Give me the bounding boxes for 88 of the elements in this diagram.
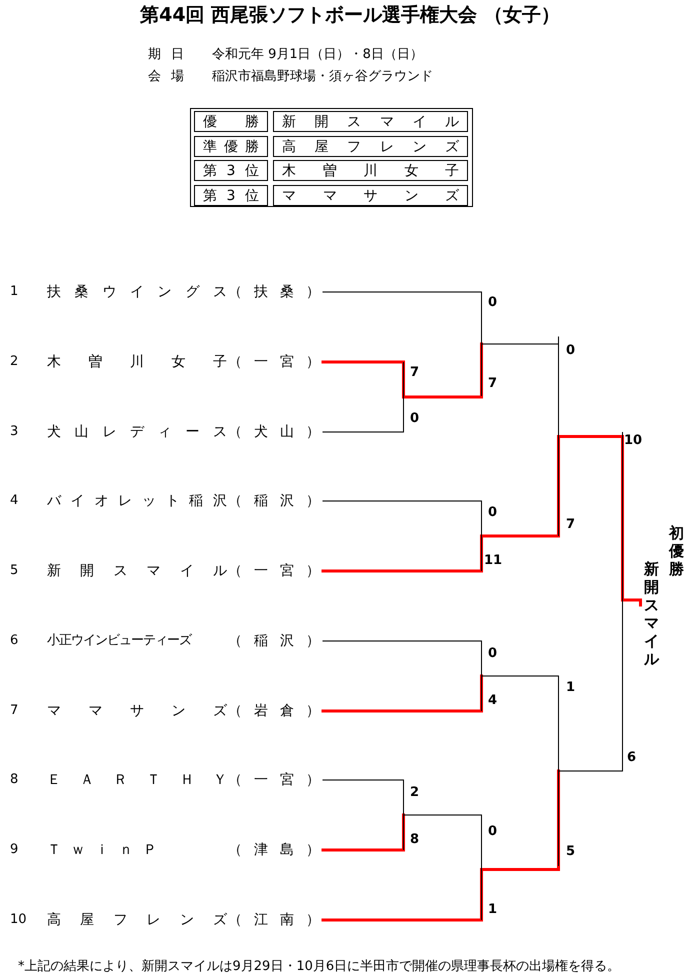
score-label: 0 bbox=[488, 823, 498, 841]
table-cell: 木曽川女子 bbox=[273, 160, 468, 181]
bracket-line bbox=[322, 674, 483, 712]
score-label: 7 bbox=[488, 375, 498, 393]
score-label: 8 bbox=[410, 831, 420, 849]
score-label: 7 bbox=[566, 516, 576, 534]
seed-number: 7 bbox=[10, 702, 18, 720]
team-hometown: （一宮） bbox=[228, 771, 320, 789]
score-label: 10 bbox=[624, 432, 642, 450]
table-cell: 高屋フレンズ bbox=[273, 136, 468, 156]
bracket-line bbox=[322, 500, 482, 502]
title: 第44回 西尾張ソフトボール選手権大会 （女子） bbox=[139, 6, 561, 24]
info-text: 令和元年 9月1日（日）・8日（日） bbox=[212, 46, 423, 64]
bracket-line bbox=[322, 814, 405, 852]
table-cell: ママサンズ bbox=[273, 184, 468, 206]
team-hometown: （一宮） bbox=[228, 353, 320, 371]
bracket-line bbox=[622, 598, 642, 606]
bracket-line bbox=[481, 292, 482, 396]
bracket-line bbox=[402, 342, 483, 398]
bracket-line bbox=[404, 814, 482, 820]
seed-number: 5 bbox=[10, 562, 18, 580]
table-cell: 新開スマイル bbox=[273, 111, 468, 132]
score-label: 11 bbox=[484, 552, 502, 570]
team-name: 高屋フレンズ bbox=[47, 911, 227, 929]
bracket-line bbox=[481, 501, 482, 571]
score-label: 0 bbox=[566, 342, 576, 360]
score-label: 0 bbox=[488, 504, 498, 522]
score-label: 0 bbox=[488, 294, 498, 312]
score-label: 1 bbox=[488, 901, 498, 919]
team-name: 扶桑ウイングス bbox=[47, 283, 227, 301]
team-hometown: （扶桑） bbox=[228, 283, 320, 301]
champion-name: 新開スマイル bbox=[643, 560, 660, 668]
team-hometown: （犬山） bbox=[228, 423, 320, 441]
team-hometown: （岩倉） bbox=[228, 702, 320, 720]
bracket-line bbox=[481, 819, 482, 920]
score-label: 0 bbox=[488, 645, 498, 663]
score-label: 0 bbox=[410, 410, 420, 428]
score-label: 1 bbox=[566, 679, 576, 697]
bracket-line bbox=[403, 362, 404, 432]
seed-number: 4 bbox=[10, 492, 18, 510]
team-name: ＥＡＲＴＨＹ bbox=[47, 771, 227, 789]
seed-number: 8 bbox=[10, 771, 18, 789]
table-cell: 第 3 位 bbox=[194, 184, 268, 206]
seed-number: 6 bbox=[10, 632, 18, 650]
score-label: 5 bbox=[566, 843, 576, 861]
bracket-line bbox=[480, 770, 560, 871]
seed-number: 3 bbox=[10, 423, 18, 441]
info-text: 稲沢市福島野球場・須ヶ谷グラウンド bbox=[212, 68, 433, 86]
info-heading: 期日 bbox=[148, 46, 184, 64]
score-label: 6 bbox=[627, 749, 636, 767]
seed-number: 1 bbox=[10, 283, 18, 301]
score-label: 7 bbox=[410, 364, 420, 382]
bracket-line bbox=[558, 768, 623, 772]
team-hometown: （稲沢） bbox=[228, 632, 320, 650]
bracket-line bbox=[482, 336, 559, 344]
bracket-line bbox=[558, 435, 624, 602]
team-name: 新開スマイル bbox=[47, 562, 227, 580]
bracket-line bbox=[322, 534, 483, 572]
table-cell: 優勝 bbox=[194, 111, 268, 132]
bracket-line bbox=[558, 337, 559, 536]
team-hometown: （一宮） bbox=[228, 562, 320, 580]
table-cell: 準優勝 bbox=[194, 136, 268, 156]
bracket-line bbox=[622, 432, 623, 768]
team-hometown: （江南） bbox=[228, 911, 320, 929]
score-label: 4 bbox=[488, 692, 498, 710]
seed-number: 2 bbox=[10, 353, 18, 371]
team-name: 小正ウインビューティーズ bbox=[47, 632, 192, 650]
team-hometown: （稲沢） bbox=[228, 492, 320, 510]
victory-note: 初優勝 bbox=[668, 524, 685, 578]
bracket-line bbox=[322, 640, 482, 642]
team-hometown: （津島） bbox=[228, 841, 320, 859]
team-name: バイオレット稲沢 bbox=[47, 492, 227, 510]
bracket-line bbox=[403, 780, 404, 850]
seed-number: 9 bbox=[10, 841, 18, 859]
bracket-line bbox=[322, 868, 483, 922]
footnote: *上記の結果により、新開スマイルは9月29日・10月6日に半田市で開催の県理事長杯の出場権を得る。 bbox=[18, 958, 620, 976]
score-label: 2 bbox=[410, 784, 420, 802]
seed-number: 10 bbox=[10, 911, 27, 929]
bracket-line bbox=[558, 676, 559, 866]
info-heading: 会場 bbox=[148, 68, 184, 86]
team-name: ママサンズ bbox=[47, 702, 227, 720]
bracket-line bbox=[481, 641, 482, 711]
team-name: 木曽川女子 bbox=[47, 353, 227, 371]
bracket-line bbox=[322, 360, 405, 398]
team-name: ＴｗｉｎＰ bbox=[47, 841, 157, 859]
bracket-line bbox=[480, 435, 560, 538]
table-cell: 第 3 位 bbox=[194, 160, 268, 181]
team-name: 犬山レディース bbox=[47, 423, 227, 441]
